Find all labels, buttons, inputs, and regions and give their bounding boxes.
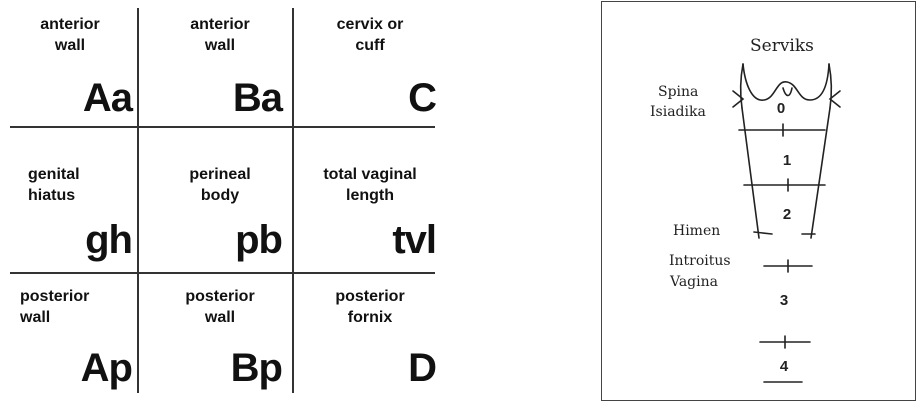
- level-3-label: 3: [774, 292, 794, 309]
- spina-label-line1: Spina: [658, 82, 698, 102]
- grid-cell-tvl: total vaginal length tvl: [300, 158, 440, 288]
- cell-description: total vaginal length: [300, 164, 440, 206]
- cell-description: genital hiatus: [28, 164, 138, 206]
- grid-cell-d: posterior fornix D: [300, 280, 440, 410]
- cell-description: perineal body: [150, 164, 290, 206]
- cervix-right-curve: [829, 64, 831, 108]
- cell-description: posterior fornix: [300, 286, 440, 328]
- level-1-label: 1: [777, 152, 797, 169]
- cell-description: posterior wall: [20, 286, 138, 328]
- grid-cell-ba: anterior wall Ba: [150, 8, 290, 138]
- cell-code: Ap: [81, 348, 132, 388]
- grid-cell-ap: posterior wall Ap: [0, 280, 140, 410]
- cell-code: gh: [85, 220, 132, 260]
- hymen-label: Himen: [673, 221, 720, 241]
- grid-cell-bp: posterior wall Bp: [150, 280, 290, 410]
- spina-label-line2: Isiadika: [650, 102, 706, 122]
- cell-code: Bp: [231, 348, 282, 388]
- introitus-label-line2: Vagina: [670, 272, 718, 292]
- cell-code: Ba: [233, 78, 282, 118]
- cell-code: pb: [235, 220, 282, 260]
- cervix-inner-mark: [783, 88, 792, 96]
- hymen-line-left: [754, 232, 772, 234]
- cell-description: cervix or cuff: [300, 14, 440, 56]
- grid-cell-pb: perineal body pb: [150, 158, 290, 288]
- vaginal-wall-left: [742, 108, 759, 238]
- cell-description: anterior wall: [150, 14, 290, 56]
- vaginal-wall-right: [811, 108, 830, 238]
- grid-cell-c: cervix or cuff C: [300, 8, 440, 138]
- cell-description: posterior wall: [150, 286, 290, 328]
- level-4-label: 4: [774, 358, 794, 375]
- staging-scale-drawing: [602, 2, 917, 402]
- grid-cell-gh: genital hiatus gh: [0, 158, 140, 288]
- cervix-label: Serviks: [750, 36, 814, 56]
- cell-description: anterior wall: [0, 14, 140, 56]
- prolapse-staging-diagram: Serviks Spina Isiadika Himen Introitus V…: [601, 1, 916, 401]
- level-0-label: 0: [771, 100, 791, 117]
- pop-q-grid: anterior wall Aa anterior wall Ba cervix…: [0, 0, 460, 403]
- level-2-label: 2: [777, 206, 797, 223]
- cell-code: D: [408, 348, 436, 388]
- grid-cell-aa: anterior wall Aa: [0, 8, 140, 138]
- grid-divider-vertical-2: [292, 8, 294, 393]
- cell-code: C: [408, 78, 436, 118]
- cell-code: tvl: [392, 220, 436, 260]
- cell-code: Aa: [83, 78, 132, 118]
- introitus-label-line1: Introitus: [669, 251, 731, 271]
